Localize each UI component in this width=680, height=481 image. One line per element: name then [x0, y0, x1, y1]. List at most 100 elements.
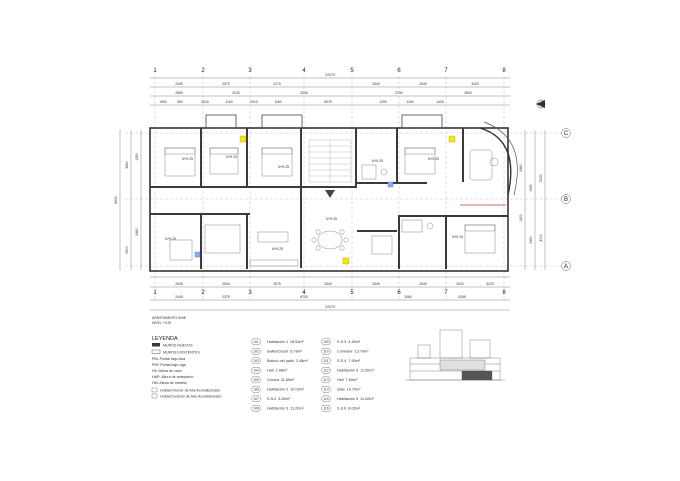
svg-text:1960: 1960	[159, 100, 167, 104]
svg-text:2570: 2570	[222, 82, 230, 86]
room-area: 2.48m²	[296, 359, 309, 363]
svg-text:8: 8	[502, 68, 506, 74]
column-axes-top: 1 2 3 4 5 6 7 8	[153, 68, 506, 74]
room-tag-icon	[320, 338, 332, 345]
room-number: 114	[323, 388, 329, 392]
room-number: 111	[323, 359, 328, 363]
svg-text:3220: 3220	[486, 282, 494, 286]
room-area: 10.09m²	[290, 388, 305, 392]
svg-text:5075: 5075	[324, 100, 332, 104]
room-tag-icon	[250, 338, 262, 345]
room-name: Habitación 2	[267, 388, 288, 392]
svg-text:2950: 2950	[529, 236, 533, 244]
svg-text:960: 960	[177, 100, 183, 104]
svg-text:N+9.25: N+9.25	[272, 247, 283, 251]
svg-text:1160: 1160	[225, 100, 232, 104]
svg-text:7: 7	[444, 290, 448, 296]
svg-text:5230: 5230	[539, 174, 543, 182]
dining-table	[311, 229, 349, 251]
legend-swatch-new-walls	[152, 343, 160, 347]
svg-text:3: 3	[248, 290, 252, 296]
room-area: 2.98m²	[276, 369, 289, 373]
row-axis-lines	[125, 132, 561, 267]
svg-text:5: 5	[350, 68, 354, 74]
svg-text:N+9.25: N+9.25	[326, 217, 337, 221]
svg-text:N+9.25: N+9.25	[182, 157, 193, 161]
svg-text:2540: 2540	[222, 282, 230, 286]
top-dims-row2: 2890 3240 3230 3730 2840	[175, 91, 472, 95]
floor-plan	[149, 114, 518, 272]
room-tag-icon	[250, 367, 262, 374]
svg-text:4: 4	[302, 68, 306, 74]
bathroom-fixtures	[169, 164, 434, 261]
legend-item: MUROS EXISTENTES	[163, 351, 200, 355]
svg-text:1060: 1060	[404, 295, 412, 299]
legend-item: Unidad Interior de Aire Acondicionado	[160, 389, 220, 393]
room-tag-icon	[320, 405, 332, 412]
room-number: 105	[253, 378, 259, 382]
room-area: 7.60m²	[346, 378, 359, 382]
svg-text:N+9.25: N+9.25	[452, 235, 463, 239]
room-tag-icon	[250, 357, 262, 364]
svg-text:8: 8	[502, 290, 506, 296]
room-name: S.S.6	[337, 407, 346, 411]
room-area: 11.50m²	[360, 369, 374, 373]
kitchen-island	[249, 231, 299, 267]
svg-text:1160: 1160	[274, 100, 281, 104]
left-dimension-lines	[119, 130, 142, 270]
room-number: 102	[253, 350, 259, 354]
left-dims: 8530 3660 1390 3480 2900	[114, 153, 139, 254]
top-dims-row1: 2305 2570 3170 2540 2540 3420	[175, 82, 479, 86]
bottom-dims-row2: 2440 2375 6730 1060 5265	[175, 295, 466, 299]
legend-title: LEYENDA	[152, 336, 178, 342]
room-tag-icon	[250, 348, 262, 355]
room-area: 11.00m²	[360, 397, 374, 401]
top-dims-row3: 1960 960 2010 1160 2010 1160 5075 1250 1…	[159, 100, 444, 104]
room-tag-icon	[250, 395, 262, 402]
room-number: 108	[253, 407, 259, 411]
legend-item: HAP: Altura de antepecho	[152, 375, 193, 379]
room-name: Habitación 4	[337, 369, 358, 373]
room-name: Habitación 1	[267, 340, 288, 344]
axis-marker: 4	[302, 68, 306, 74]
room-area: 3.89m²	[278, 397, 291, 401]
svg-text:1390: 1390	[135, 153, 139, 161]
room-area: 4.40m²	[348, 340, 361, 344]
north-arrow-icon	[536, 99, 546, 109]
water-heater-icon	[194, 181, 394, 258]
svg-text:3480: 3480	[519, 164, 523, 172]
svg-text:2840: 2840	[464, 91, 472, 95]
svg-text:2540: 2540	[419, 282, 427, 286]
svg-text:22370: 22370	[325, 73, 335, 77]
svg-text:A: A	[564, 264, 568, 270]
svg-text:5265: 5265	[458, 295, 466, 299]
bed	[464, 224, 496, 254]
axis-marker: 1	[153, 68, 157, 74]
room-name: S.S.3	[337, 340, 346, 344]
legend-swatch-existing-walls	[151, 349, 161, 354]
svg-text:3420: 3420	[471, 82, 479, 86]
svg-text:N+9.25: N+9.25	[372, 159, 383, 163]
room-tag-icon	[320, 367, 332, 374]
svg-text:8530: 8530	[114, 196, 118, 204]
room-number: 107	[253, 397, 259, 401]
svg-text:1400: 1400	[436, 100, 444, 104]
svg-text:2: 2	[201, 290, 205, 296]
sofa	[469, 149, 499, 181]
room-name: S.S.4	[337, 359, 346, 363]
room-name: Balcón del patio	[267, 359, 294, 363]
legend-item: PBL Puntal bajo losa	[152, 357, 185, 361]
svg-text:2540: 2540	[456, 282, 464, 286]
room-name: Habitación 3	[267, 407, 288, 411]
room-tag-icon	[250, 376, 262, 383]
svg-text:1: 1	[153, 290, 157, 296]
axis-marker: 5	[350, 68, 354, 74]
svg-text:N+9.25: N+9.25	[226, 155, 237, 159]
svg-text:B: B	[564, 197, 568, 203]
svg-text:2890: 2890	[175, 91, 183, 95]
axis-marker: 2	[201, 68, 205, 74]
